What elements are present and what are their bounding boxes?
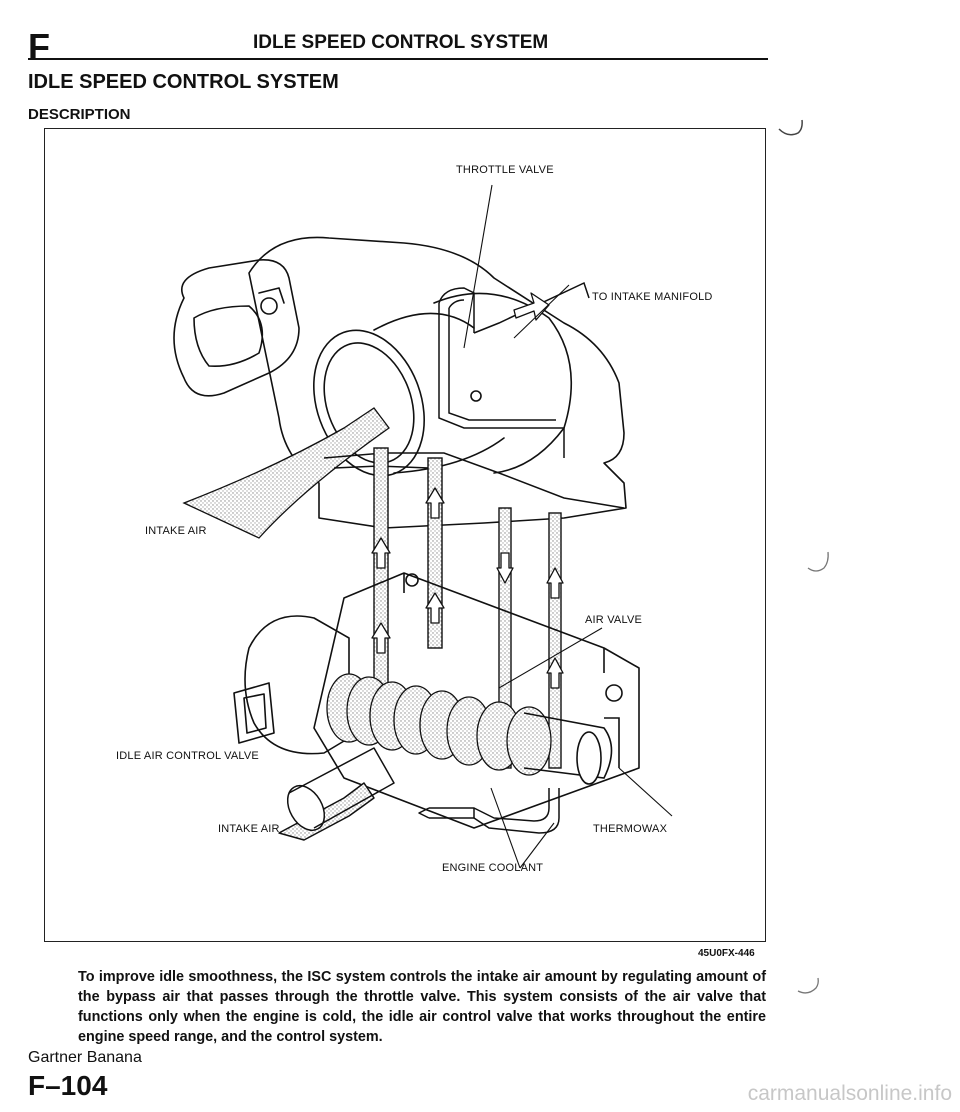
isc-system-diagram — [173, 184, 673, 869]
page-number: F–104 — [28, 1070, 108, 1101]
label-thermowax: THERMOWAX — [593, 823, 668, 835]
subsection-title: DESCRIPTION — [28, 106, 131, 123]
description-paragraph: To improve idle smoothness, the ISC syst… — [78, 969, 766, 1045]
label-to-intake-manifold: TO INTAKE MANIFOLD — [592, 291, 713, 303]
label-intake-air-lower: INTAKE AIR — [218, 823, 280, 835]
margin-mark-top — [778, 119, 803, 136]
label-engine-coolant: ENGINE COOLANT — [442, 862, 544, 874]
label-air-valve: AIR VALVE — [585, 614, 643, 626]
watermark: carmanualsonline.info — [747, 1082, 952, 1105]
figure-frame — [44, 128, 766, 942]
label-idle-air-control-valve: IDLE AIR CONTROL VALVE — [116, 750, 259, 762]
intake-air-flow-upper — [182, 407, 390, 539]
section-title: IDLE SPEED CONTROL SYSTEM — [28, 71, 339, 93]
margin-mark-middle — [807, 551, 829, 572]
figure-id: 45U0FX-446 — [698, 948, 755, 959]
section-letter: F — [28, 26, 50, 67]
margin-mark-bottom — [797, 977, 819, 994]
label-throttle-valve: THROTTLE VALVE — [456, 164, 554, 176]
label-intake-air-upper: INTAKE AIR — [145, 525, 207, 537]
header-rule — [28, 58, 768, 60]
footer-name: Gartner Banana — [28, 1049, 142, 1066]
header-title: IDLE SPEED CONTROL SYSTEM — [253, 32, 549, 53]
